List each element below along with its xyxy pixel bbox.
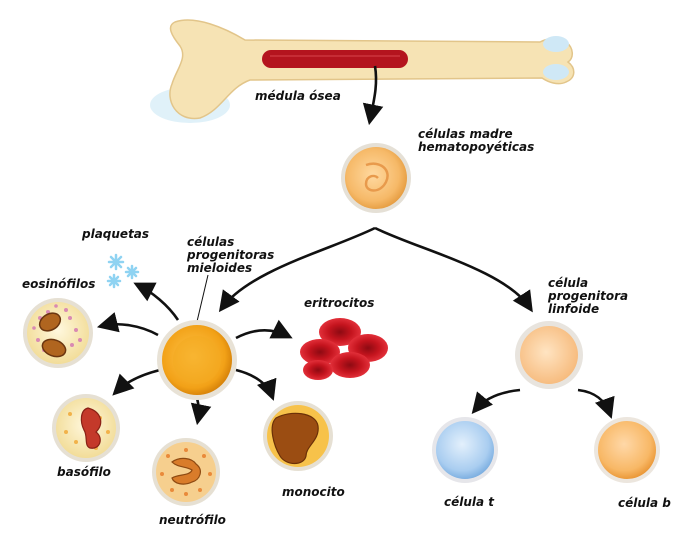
arrow-to-platelets (133, 282, 180, 321)
arrow-to-eosinophil (96, 312, 159, 337)
myeloid-progenitor-cell (157, 320, 237, 400)
label-lymphoid-progenitor: célula progenitora linfoide (548, 276, 629, 316)
arrow-to-monocyte (235, 368, 277, 401)
label-bone-marrow: médula ósea (255, 89, 341, 103)
label-platelets: plaquetas (82, 227, 150, 241)
lymphoid-progenitor-cell (515, 321, 583, 389)
erythrocytes (300, 318, 388, 380)
arrow-to-b-cell (577, 388, 615, 419)
label-erythrocytes: eritrocitos (304, 296, 375, 310)
label-basophil: basófilo (57, 465, 111, 479)
basophil-cell (52, 394, 120, 462)
arrow-to-basophil (112, 368, 161, 396)
bone-marrow (262, 50, 408, 68)
label-b-cell: célula b (618, 496, 671, 510)
label-t-cell: célula t (444, 495, 495, 509)
stem-cell (341, 143, 411, 213)
t-cell (432, 417, 498, 483)
arrow-stem-to-myeloid (218, 226, 376, 313)
label-eosinophils: eosinófilos (22, 277, 96, 291)
bone-illustration (150, 19, 575, 123)
monocyte-cell (263, 401, 333, 471)
eosinophil-cell (23, 298, 93, 368)
label-stem-cells: células madre hematopoyéticas (418, 127, 535, 154)
label-neutrophil: neutrófilo (159, 513, 226, 527)
arrow-to-t-cell (471, 388, 521, 414)
arrows (96, 65, 615, 426)
arrow-stem-to-lymphoid (374, 226, 533, 313)
b-cell (594, 417, 660, 483)
arrow-marrow-to-stem (362, 65, 384, 126)
label-myeloid-progenitors: células progenitoras mieloides (187, 235, 275, 275)
platelets (106, 253, 140, 289)
neutrophil-cell (152, 438, 220, 506)
arrow-to-erythrocytes (235, 319, 293, 340)
label-monocyte: monocito (282, 485, 345, 499)
